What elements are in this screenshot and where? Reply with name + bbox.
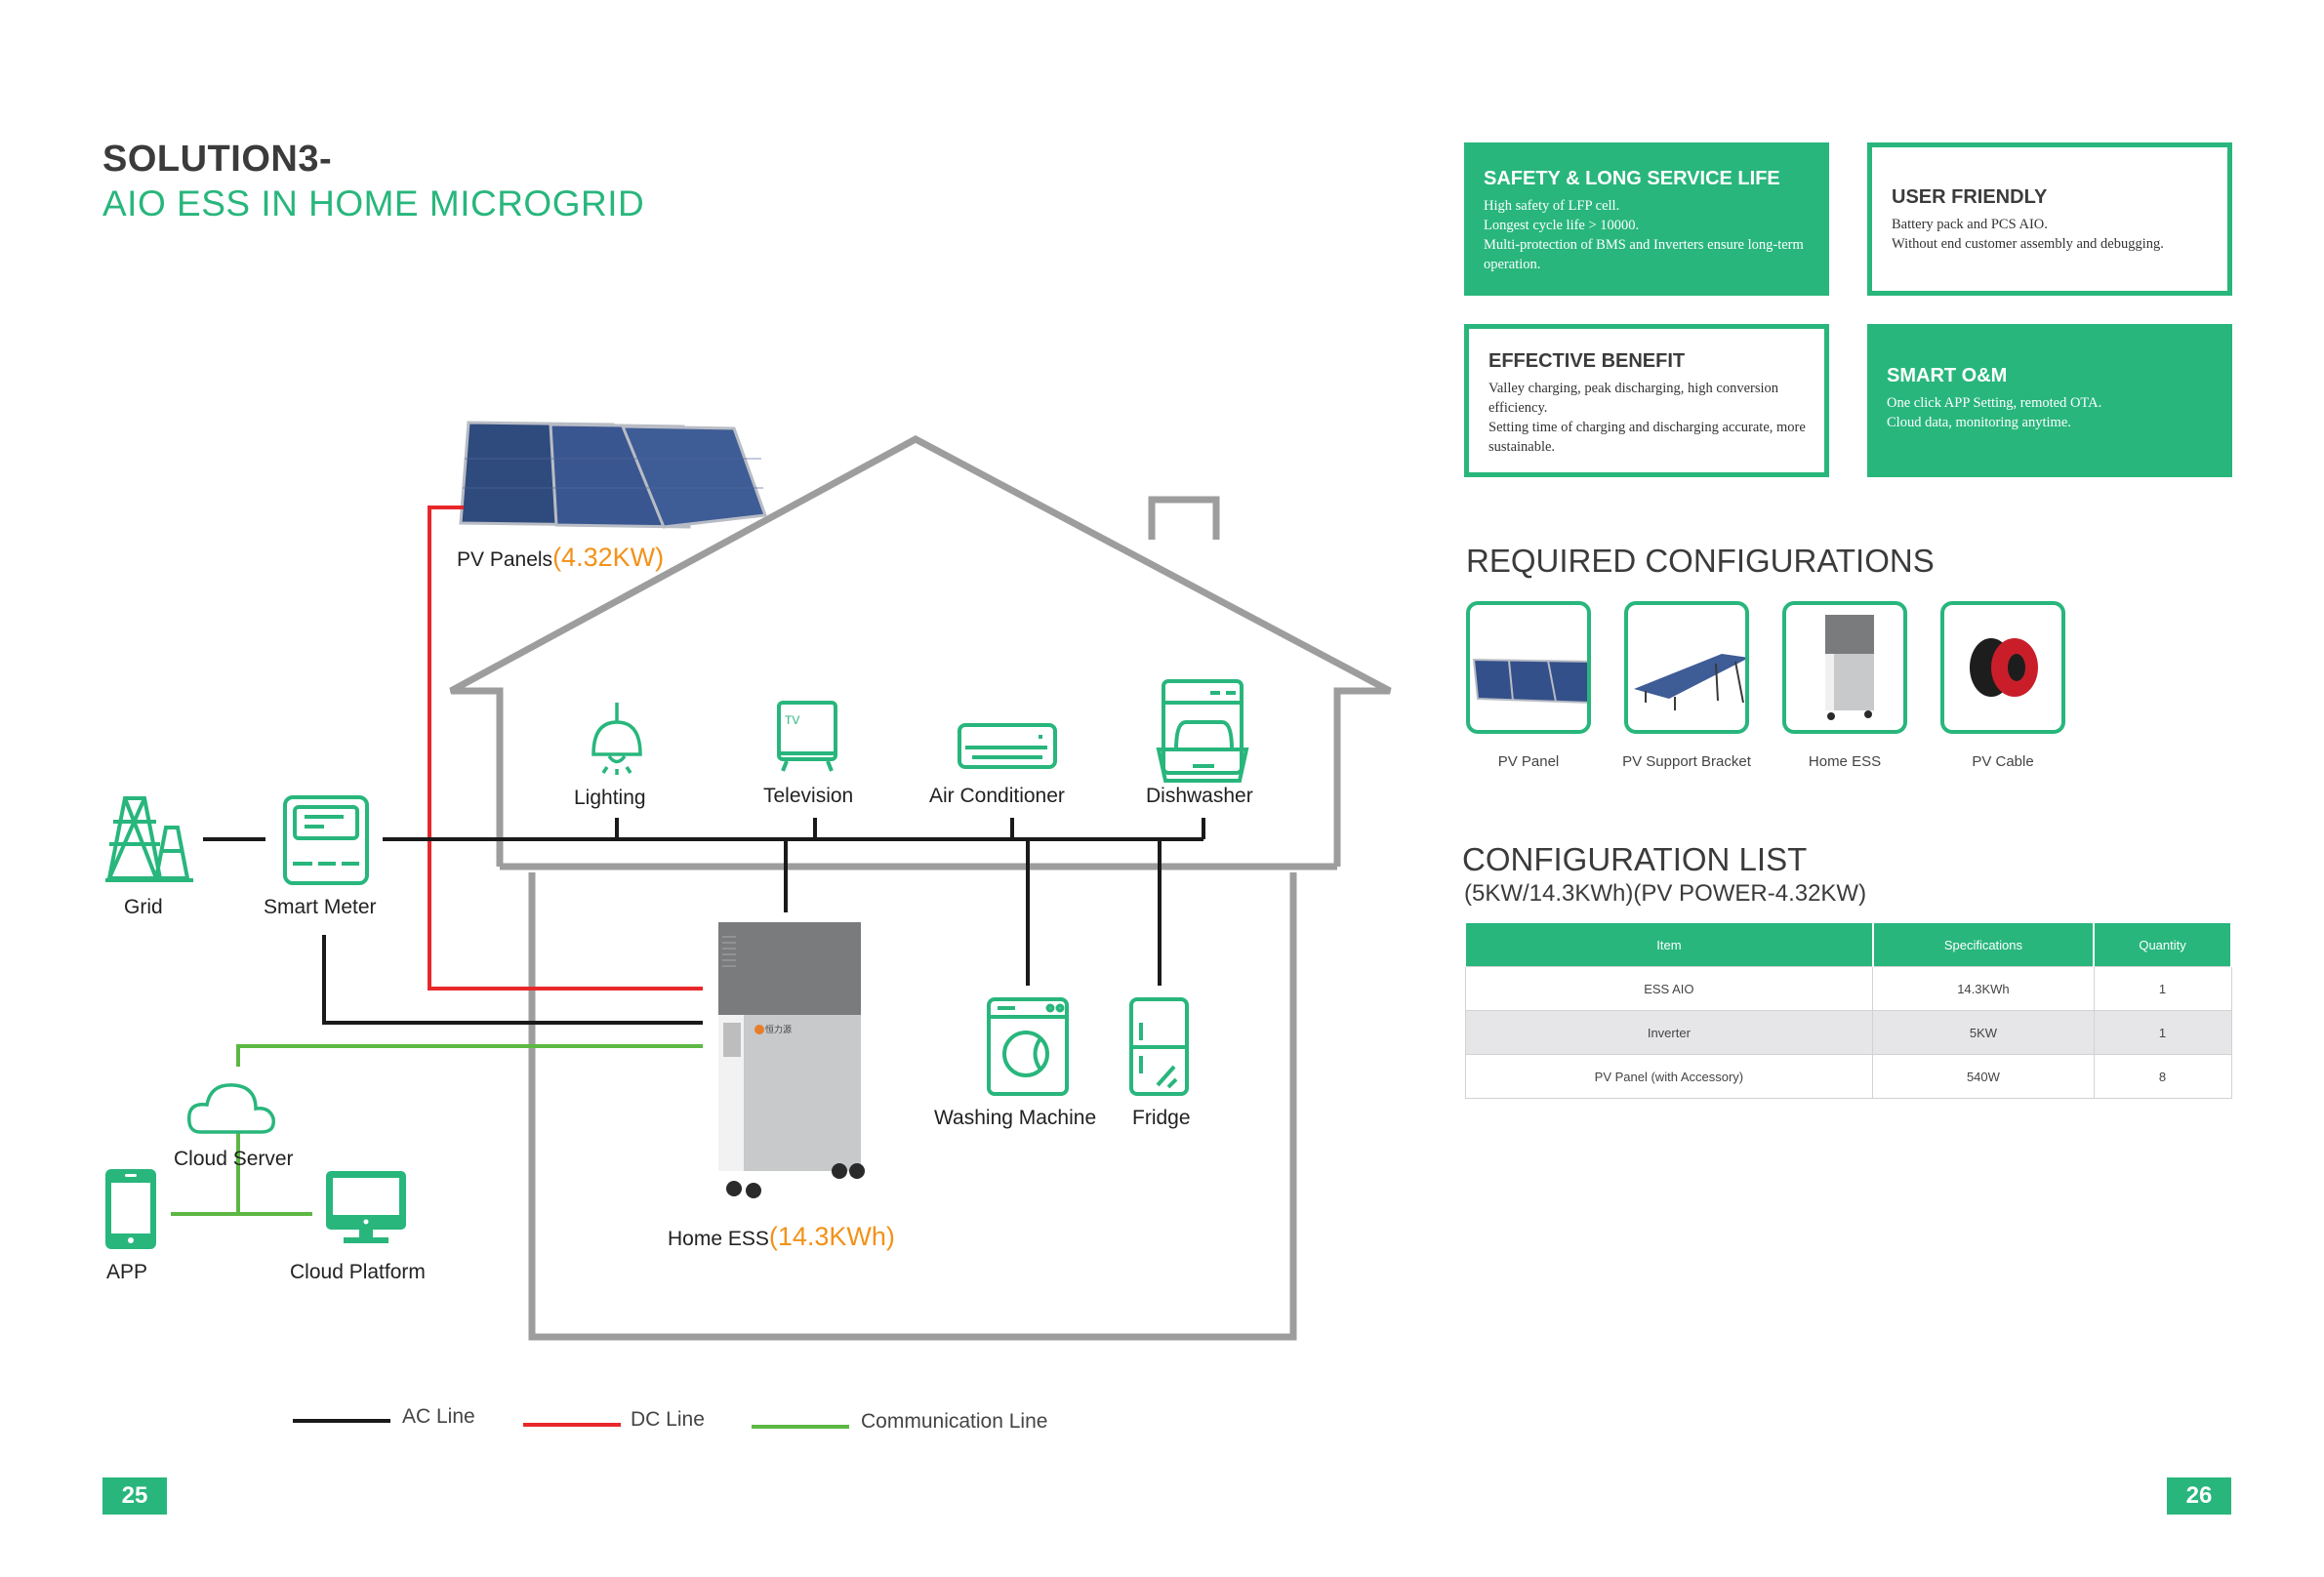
table-row: PV Panel (with Accessory) 540W 8 (1464, 1054, 2232, 1099)
feature-card-safety: SAFETY & LONG SERVICE LIFE High safety o… (1464, 142, 1829, 296)
appliance-lighting-label: Lighting (574, 787, 646, 809)
washing-machine-icon (987, 997, 1069, 1096)
feature-title: SMART O&M (1887, 365, 2008, 386)
feature-line: Valley charging, peak discharging, high … (1488, 381, 1779, 416)
feature-title: USER FRIENDLY (1892, 186, 2048, 208)
grid-tower-icon (105, 796, 193, 882)
dishwasher-icon (1156, 679, 1249, 783)
cell-spec: 540W (1872, 1054, 2095, 1099)
ess-brand-text: 恒力源 (765, 1024, 792, 1034)
cell-spec: 14.3KWh (1872, 966, 2095, 1011)
configuration-list-heading: CONFIGURATION LIST (1462, 841, 1808, 877)
column-header-quantity: Quantity (2093, 923, 2232, 967)
configuration-table: Item Specifications Quantity ESS AIO 14.… (1464, 923, 2232, 1099)
lamp-icon (591, 703, 642, 775)
legend-comm-label: Communication Line (861, 1410, 1048, 1433)
legend-comm-swatch (752, 1425, 849, 1429)
legend-ac-label: AC Line (402, 1405, 475, 1428)
page-number-left: 25 (102, 1477, 167, 1515)
legend-dc-swatch (523, 1423, 621, 1427)
appliance-dishwasher-label: Dishwasher (1146, 785, 1253, 807)
table-row: ESS AIO 14.3KWh 1 (1464, 966, 2232, 1011)
ac-lines (203, 818, 1205, 1025)
config-label-pv-panel: PV Panel (1497, 753, 1560, 770)
cell-item: Inverter (1464, 1010, 1874, 1055)
cell-qty: 1 (2093, 1010, 2232, 1055)
app-label: APP (106, 1261, 148, 1283)
config-tile-pv-cable (1940, 601, 2065, 734)
home-ess-capacity: (14.3KWh) (768, 1222, 895, 1251)
config-tile-home-ess (1782, 601, 1907, 734)
pv-bracket-image (1634, 654, 1745, 710)
fridge-icon (1129, 997, 1189, 1096)
cell-qty: 8 (2093, 1054, 2232, 1099)
table-row: Inverter 5KW 1 (1464, 1010, 2232, 1055)
grid-label: Grid (124, 896, 163, 918)
cloud-platform-label: Cloud Platform (290, 1261, 426, 1283)
smart-meter-icon (283, 795, 369, 885)
cell-qty: 1 (2093, 966, 2232, 1011)
feature-line: High safety of LFP cell. (1484, 198, 1620, 214)
phone-icon (105, 1169, 156, 1249)
feature-line: Battery pack and PCS AIO. (1892, 217, 2048, 232)
cloud-server-label: Cloud Server (174, 1148, 294, 1170)
configuration-list-subheading: (5KW/14.3KWh)(PV POWER-4.32KW) (1464, 880, 1867, 907)
cloud-icon (186, 1083, 275, 1134)
pv-cable-image (1970, 638, 2038, 697)
legend-dc-label: DC Line (631, 1408, 705, 1431)
feature-title: SAFETY & LONG SERVICE LIFE (1484, 168, 1780, 189)
pv-panels-image (459, 421, 768, 529)
feature-card-effective-benefit: EFFECTIVE BENEFIT Valley charging, peak … (1464, 324, 1829, 477)
appliance-air-conditioner-label: Air Conditioner (929, 785, 1065, 807)
home-ess-label: Home ESS(14.3KWh) (668, 1222, 895, 1252)
config-label-pv-cable: PV Cable (1972, 753, 2034, 770)
config-tile-pv-support-bracket (1624, 601, 1749, 734)
house-outline (449, 435, 1392, 1341)
home-ess-thumb-image (1825, 615, 1874, 720)
solution-subtitle: AIO ESS IN HOME MICROGRID (102, 183, 645, 223)
column-header-item: Item (1464, 923, 1874, 967)
monitor-icon (326, 1171, 406, 1243)
required-configurations-heading: REQUIRED CONFIGURATIONS (1466, 543, 1935, 579)
feature-line: Setting time of charging and discharging… (1488, 420, 1806, 455)
pv-panel-image (1472, 658, 1587, 704)
feature-line: Longest cycle life > 10000. (1484, 218, 1640, 233)
solution-title: SOLUTION3- (102, 139, 333, 180)
feature-line: Cloud data, monitoring anytime. (1887, 415, 2071, 430)
appliance-washing-machine-label: Washing Machine (934, 1107, 1097, 1129)
smart-meter-label: Smart Meter (264, 896, 377, 918)
tv-icon (777, 701, 837, 772)
pv-panels-label: PV Panels(4.32KW) (457, 543, 664, 573)
feature-card-user-friendly: USER FRIENDLY Battery pack and PCS AIO. … (1867, 142, 2232, 296)
appliance-television-label: Television (763, 785, 854, 807)
config-label-home-ess: Home ESS (1808, 753, 1882, 770)
feature-line: One click APP Setting, remoted OTA. (1887, 395, 2102, 411)
cell-item: PV Panel (with Accessory) (1464, 1054, 1874, 1099)
feature-title: EFFECTIVE BENEFIT (1488, 350, 1686, 372)
appliance-fridge-label: Fridge (1132, 1107, 1191, 1129)
legend-ac-swatch (293, 1419, 390, 1423)
pv-panels-capacity: (4.32KW) (552, 543, 665, 572)
page-number-right: 26 (2167, 1477, 2231, 1515)
column-header-specifications: Specifications (1871, 923, 2096, 967)
home-ess-name: Home ESS (668, 1228, 769, 1250)
feature-line: Without end customer assembly and debugg… (1892, 236, 2164, 252)
tv-glyph: TV (785, 713, 799, 727)
cell-item: ESS AIO (1464, 966, 1874, 1011)
config-tile-pv-panel (1466, 601, 1591, 734)
feature-card-smart-om: SMART O&M One click APP Setting, remoted… (1867, 324, 2232, 477)
pv-panels-name: PV Panels (457, 548, 553, 571)
feature-line: Multi-protection of BMS and Inverters en… (1484, 237, 1804, 272)
cell-spec: 5KW (1872, 1010, 2095, 1055)
dc-line (428, 505, 703, 991)
communication-lines (171, 1044, 703, 1216)
home-ess-image (718, 922, 865, 1198)
table-header-row: Item Specifications Quantity (1464, 923, 2232, 967)
config-label-pv-support-bracket: PV Support Bracket (1622, 753, 1751, 770)
microgrid-diagram: TV (105, 421, 1392, 1341)
air-conditioner-icon (958, 723, 1057, 769)
